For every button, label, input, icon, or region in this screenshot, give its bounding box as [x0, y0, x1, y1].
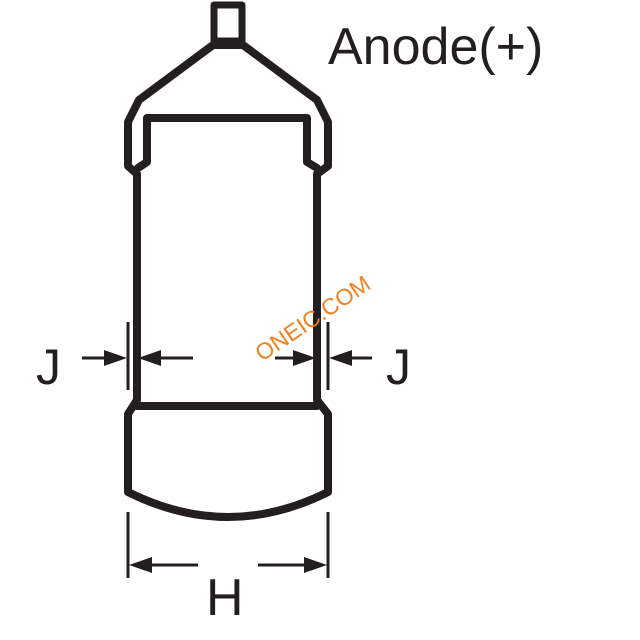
dimension-h-label: H	[206, 569, 244, 627]
dimension-j-right-label: J	[386, 339, 411, 395]
j-right-inner-arrowhead	[293, 350, 316, 366]
anode-terminal	[210, 1, 246, 45]
h-left-arrowhead	[129, 557, 152, 573]
inner-cap-recess	[134, 114, 321, 172]
j-right-outer-arrowhead	[329, 350, 352, 366]
j-left-inner-arrowhead	[138, 350, 161, 366]
watermark-text: ONEIC.COM	[250, 270, 375, 366]
anode-label: Anode(+)	[328, 18, 543, 76]
h-right-arrowhead	[304, 557, 327, 573]
j-left-outer-arrowhead	[104, 350, 127, 366]
dimension-j-left-label: J	[36, 339, 61, 395]
